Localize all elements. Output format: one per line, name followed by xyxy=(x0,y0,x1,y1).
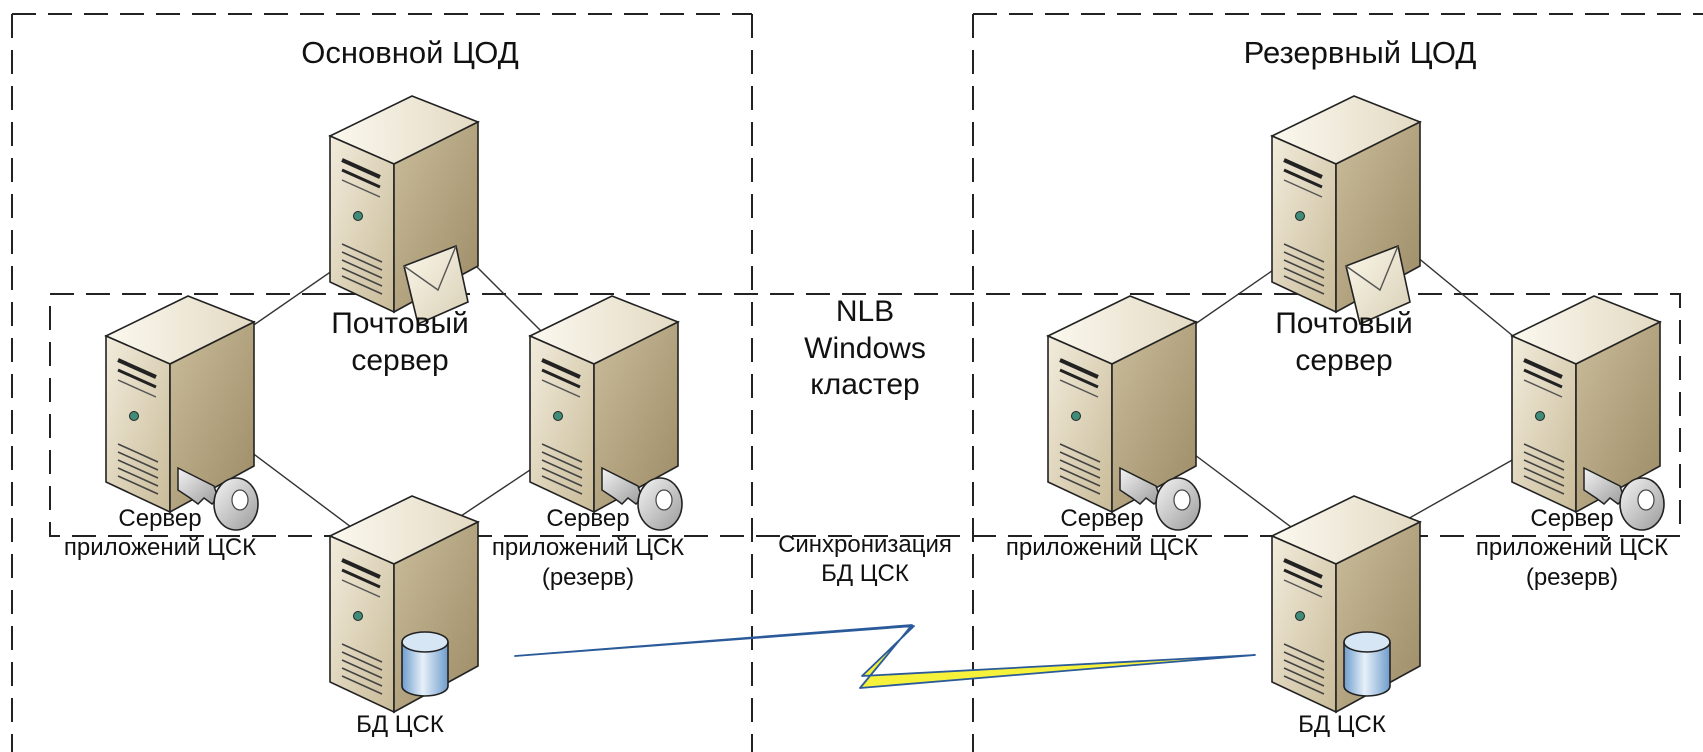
primary-db-label: БД ЦСК xyxy=(356,711,444,738)
primary-app-server-label: Сервер приложений ЦСК xyxy=(63,505,257,562)
primary-mail-server-icon xyxy=(328,94,480,325)
primary-mail-server-label: Почтовый сервер xyxy=(331,307,469,377)
primary-dc-title: Основной ЦОД xyxy=(301,35,519,70)
primary-app-server-backup-label: Сервер приложений ЦСК (резерв) xyxy=(491,505,685,591)
backup-app-server-label: Сервер приложений ЦСК xyxy=(1005,505,1199,562)
backup-app-server-backup-icon xyxy=(1510,294,1665,531)
primary-app-server-backup-icon xyxy=(528,294,683,531)
sync-lightning xyxy=(514,624,1256,689)
sync-label: Синхронизация БД ЦСК xyxy=(778,531,952,588)
cluster-label: NLB Windows кластер xyxy=(804,295,926,402)
backup-app-server-icon xyxy=(1046,294,1201,531)
backup-mail-server-icon xyxy=(1270,94,1422,325)
primary-app-server-icon xyxy=(104,294,259,531)
backup-db-server-icon xyxy=(1270,494,1422,714)
primary-dc-boundary xyxy=(11,13,753,752)
primary-db-server-icon xyxy=(328,494,480,714)
backup-mail-server-label: Почтовый сервер xyxy=(1275,307,1413,377)
backup-dc-title: Резервный ЦОД xyxy=(1243,35,1477,70)
backup-dc-boundary xyxy=(972,13,1703,752)
backup-app-server-backup-label: Сервер приложений ЦСК (резерв) xyxy=(1475,505,1669,591)
cluster-boundary xyxy=(49,293,1681,537)
backup-db-label: БД ЦСК xyxy=(1298,711,1386,738)
